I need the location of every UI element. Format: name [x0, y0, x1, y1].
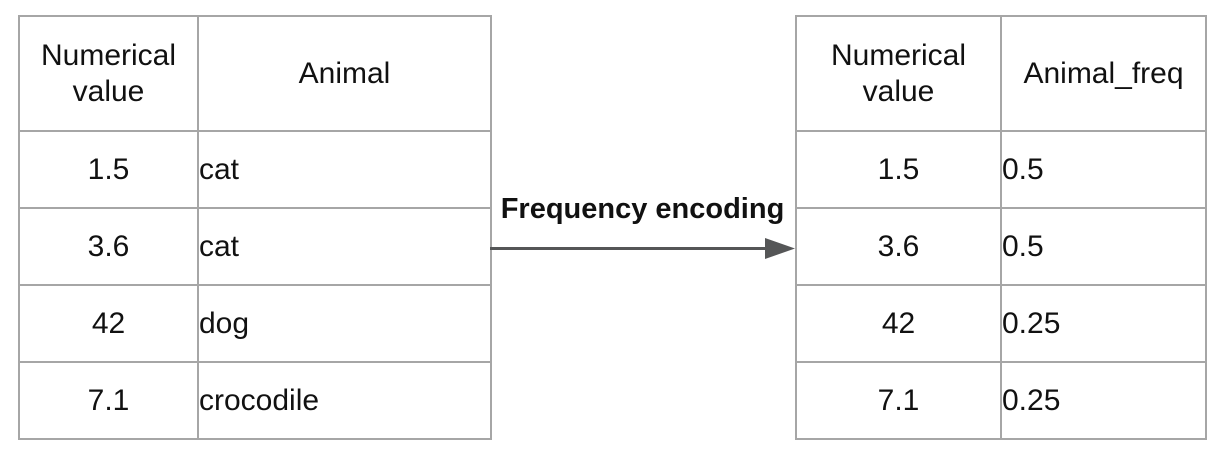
table-row: 3.6 0.5 — [795, 207, 1207, 286]
animal-freq-cell: 0.5 — [1000, 130, 1207, 209]
animal-freq-cell: 0.25 — [1000, 361, 1207, 440]
source-table: Numerical value Animal 1.5 cat 3.6 cat 4… — [18, 15, 492, 440]
numerical-value-cell: 3.6 — [18, 207, 199, 286]
numerical-value-cell: 1.5 — [795, 130, 1002, 209]
encoded-column-header-numerical-value: Numerical value — [795, 15, 1002, 132]
animal-cell: cat — [197, 130, 492, 209]
table-row: 7.1 0.25 — [795, 361, 1207, 440]
animal-cell: cat — [197, 207, 492, 286]
numerical-value-cell: 7.1 — [795, 361, 1002, 440]
source-column-header-animal: Animal — [197, 15, 492, 132]
right-arrow-icon — [490, 238, 795, 259]
numerical-value-cell: 3.6 — [795, 207, 1002, 286]
table-row: 7.1 crocodile — [18, 361, 492, 440]
animal-cell: crocodile — [197, 361, 492, 440]
animal-freq-cell: 0.25 — [1000, 284, 1207, 363]
encoded-column-header-animal-freq: Animal_freq — [1000, 15, 1207, 132]
animal-cell: dog — [197, 284, 492, 363]
animal-freq-cell: 0.5 — [1000, 207, 1207, 286]
table-row: 42 0.25 — [795, 284, 1207, 363]
encoded-table: Numerical value Animal_freq 1.5 0.5 3.6 … — [795, 15, 1207, 440]
table-row: 42 dog — [18, 284, 492, 363]
numerical-value-cell: 1.5 — [18, 130, 199, 209]
encoded-table-header-row: Numerical value Animal_freq — [795, 15, 1207, 132]
source-table-header-row: Numerical value Animal — [18, 15, 492, 132]
numerical-value-cell: 7.1 — [18, 361, 199, 440]
numerical-value-cell: 42 — [18, 284, 199, 363]
table-row: 1.5 0.5 — [795, 130, 1207, 209]
table-row: 1.5 cat — [18, 130, 492, 209]
source-column-header-numerical-value: Numerical value — [18, 15, 199, 132]
arrow-label: Frequency encoding — [500, 193, 785, 225]
numerical-value-cell: 42 — [795, 284, 1002, 363]
table-row: 3.6 cat — [18, 207, 492, 286]
